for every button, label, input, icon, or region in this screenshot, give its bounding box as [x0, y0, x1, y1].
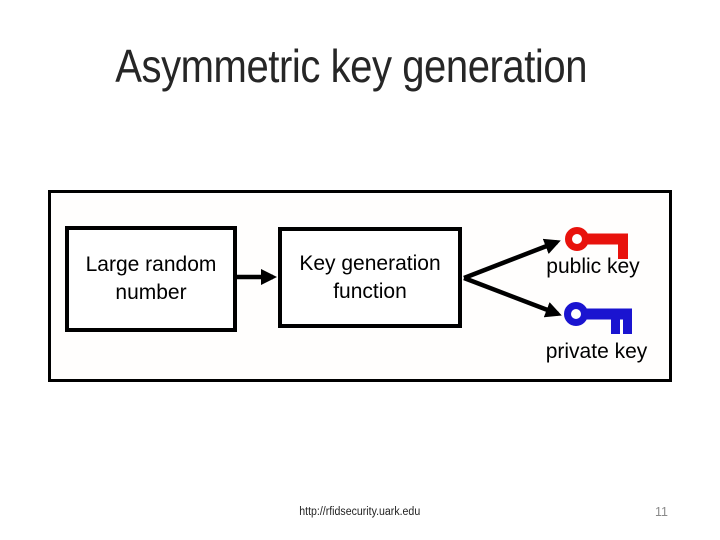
large-random-number-box: Large random number: [65, 226, 237, 332]
arrow-function-to-public-key: [463, 238, 561, 281]
arrow-function-to-private-key: [463, 275, 562, 318]
key-generation-diagram: Large random number Key generation funct…: [48, 190, 672, 382]
slide-title: Asymmetric key generation: [0, 39, 711, 93]
footer-url-text: http://rfidsecurity.uark.edu: [299, 506, 421, 518]
page-number: 11: [655, 505, 668, 519]
slide-title-text: Asymmetric key generation: [115, 40, 587, 92]
diagram-arrows: [237, 238, 562, 318]
key-generation-function-box: Key generation function: [278, 227, 462, 328]
public-key-icon: [565, 227, 628, 259]
footer: http://rfidsecurity.uark.edu: [0, 506, 720, 518]
private-key-label: private key: [545, 340, 648, 363]
diagram-arrows-and-keys: [237, 227, 632, 334]
private-key-icon: [564, 302, 632, 334]
public-key-label: public key: [546, 255, 640, 278]
